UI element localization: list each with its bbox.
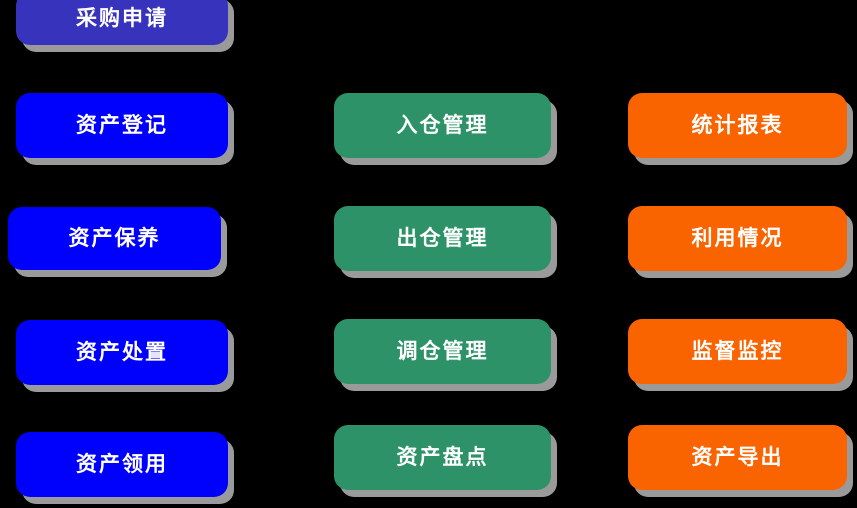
node-asset-requisition[interactable]: 资产领用 bbox=[16, 432, 228, 497]
node-asset-maintenance[interactable]: 资产保养 bbox=[8, 207, 221, 270]
node-label-supervision-monitoring: 监督监控 bbox=[691, 339, 784, 363]
node-asset-disposal[interactable]: 资产处置 bbox=[16, 320, 228, 385]
node-asset-registration[interactable]: 资产登记 bbox=[16, 93, 228, 158]
node-label-asset-maintenance: 资产保养 bbox=[68, 226, 161, 250]
node-warehouse-transfer[interactable]: 调仓管理 bbox=[334, 319, 551, 384]
node-statistical-report[interactable]: 统计报表 bbox=[628, 93, 847, 158]
node-supervision-monitoring[interactable]: 监督监控 bbox=[628, 319, 847, 384]
node-label-asset-disposal: 资产处置 bbox=[76, 340, 168, 364]
node-label-asset-registration: 资产登记 bbox=[76, 113, 168, 137]
node-label-statistical-report: 统计报表 bbox=[691, 113, 784, 137]
node-utilization-status[interactable]: 利用情况 bbox=[628, 206, 847, 271]
node-warehouse-out[interactable]: 出仓管理 bbox=[334, 206, 551, 271]
node-purchase-request[interactable]: 采购申请 bbox=[16, 0, 228, 45]
node-label-asset-inventory: 资产盘点 bbox=[396, 445, 489, 469]
node-label-utilization-status: 利用情况 bbox=[691, 226, 784, 250]
node-asset-export[interactable]: 资产导出 bbox=[628, 425, 847, 490]
node-label-purchase-request: 采购申请 bbox=[76, 6, 168, 30]
node-label-asset-requisition: 资产领用 bbox=[76, 452, 168, 476]
node-asset-inventory[interactable]: 资产盘点 bbox=[334, 425, 551, 490]
node-warehouse-in[interactable]: 入仓管理 bbox=[334, 93, 551, 158]
node-label-asset-export: 资产导出 bbox=[691, 445, 784, 469]
node-label-warehouse-transfer: 调仓管理 bbox=[396, 339, 489, 363]
node-label-warehouse-out: 出仓管理 bbox=[396, 226, 489, 250]
node-label-warehouse-in: 入仓管理 bbox=[396, 113, 489, 137]
